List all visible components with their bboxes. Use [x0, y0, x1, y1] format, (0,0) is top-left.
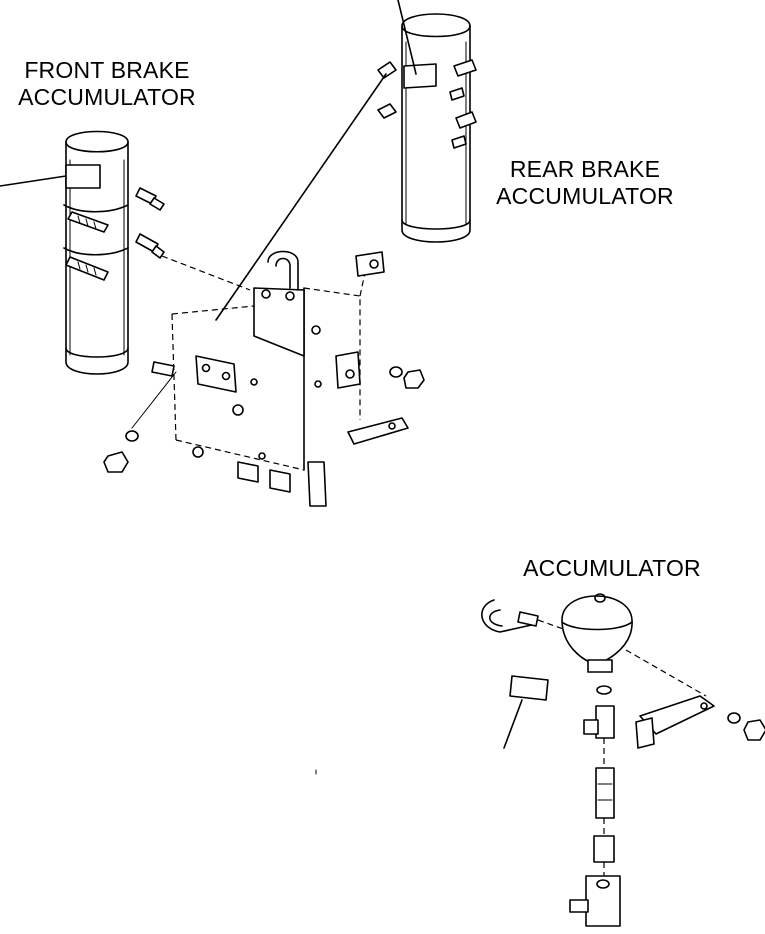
bracket-washers-nuts [103, 361, 425, 473]
accumulator-sphere [561, 593, 633, 673]
rear-accumulator-leader-line [397, 0, 417, 75]
accumulator-strap [625, 649, 765, 749]
bracket-bottom-clip [237, 417, 409, 507]
front-brake-accumulator-cylinder [63, 130, 129, 375]
bracket-mount-block [253, 250, 305, 357]
accumulator-decal [503, 675, 549, 749]
rear-clamp-bolts [449, 59, 477, 149]
front-hose-fittings [135, 187, 251, 291]
rear-brake-accumulator-label: REAR BRAKE ACCUMULATOR [490, 156, 680, 210]
accumulator-label: ACCUMULATOR [523, 555, 701, 581]
accumulator-fitting-stack [569, 685, 621, 927]
bracket-valve-plate [195, 355, 237, 393]
rear-brake-accumulator-label-line2: ACCUMULATOR [496, 183, 674, 209]
front-accumulator-leader-line [0, 175, 67, 187]
accumulator-u-bolt [481, 599, 567, 633]
front-clamp-bolts [65, 211, 109, 281]
rear-brake-accumulator-label-line1: REAR BRAKE [509, 156, 661, 182]
bracket-side-clip [335, 351, 361, 389]
front-brake-accumulator-label-line1: FRONT BRAKE [24, 57, 190, 83]
bracket-top-clip [355, 251, 385, 277]
front-brake-accumulator-label-line2: ACCUMULATOR [18, 84, 196, 110]
front-brake-accumulator-label: FRONT BRAKE ACCUMULATOR [12, 57, 202, 111]
rear-hose-fittings [215, 61, 397, 321]
bracket-holes [192, 325, 322, 460]
front-brake-accumulator-decal [65, 164, 101, 189]
rear-brake-accumulator-decal [403, 63, 437, 89]
